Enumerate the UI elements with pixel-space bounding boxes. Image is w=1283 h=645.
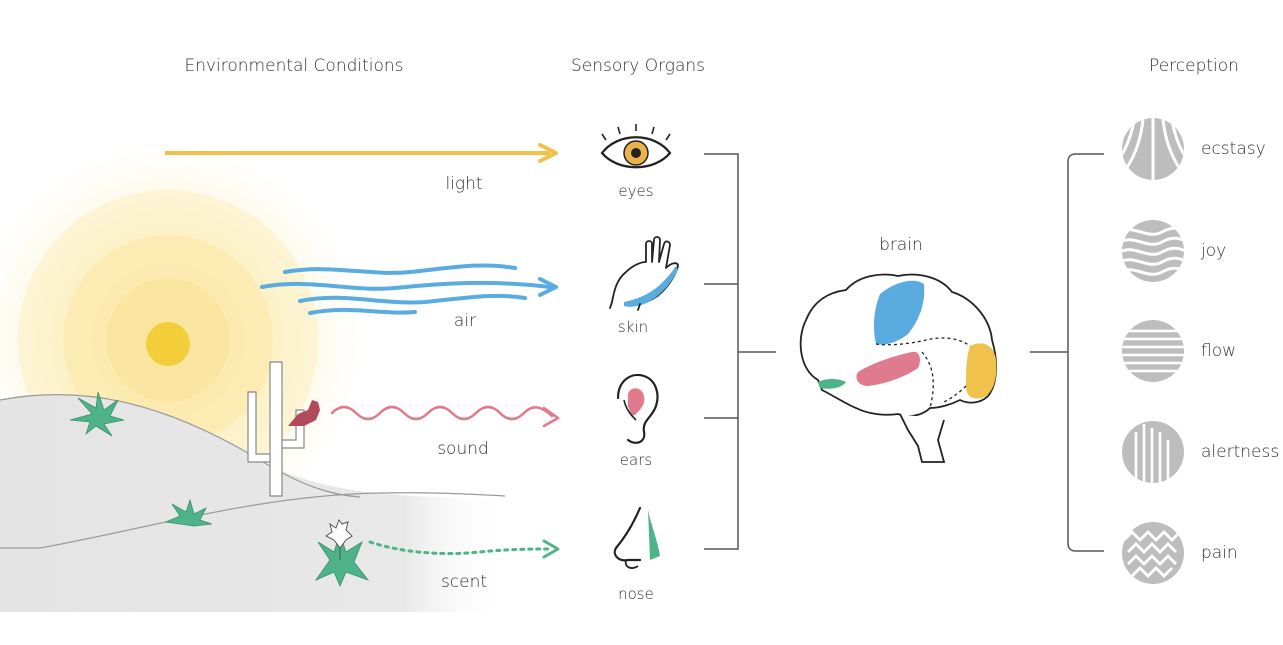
organs-bracket [704,153,776,550]
air-arrow [260,263,558,315]
alertness-icon [1122,421,1184,483]
perception-label-joy: joy [1200,241,1226,261]
perception-bracket [1030,153,1104,552]
organ-label-ears: ears [620,451,652,469]
agave-plant-icon [314,532,370,588]
pain-icon [1122,522,1184,584]
brain-icon [799,273,997,463]
flow-icon [1122,320,1184,382]
stimulus-label-scent: scent [441,572,487,592]
agave-plant-icon [69,391,125,437]
organ-label-skin: skin [618,318,648,336]
perception-label-alertness: alertness [1201,442,1279,462]
header-sensory-organs: Sensory Organs [571,56,705,76]
stimulus-label-light: light [445,174,482,194]
eye-icon [600,124,672,169]
agave-plant-icon [164,498,213,527]
sound-arrow [330,405,560,428]
ecstasy-icon [1122,118,1184,180]
nose-icon [613,506,660,569]
bird-icon [288,400,320,426]
header-environmental-conditions: Environmental Conditions [184,56,403,76]
perception-label-pain: pain [1201,543,1238,563]
header-perception: Perception [1149,56,1239,76]
organ-label-nose: nose [618,585,654,603]
hand-icon [609,236,679,311]
light-arrow [165,143,558,163]
perception-label-flow: flow [1201,341,1236,361]
cactus-icon [247,361,305,497]
perception-label-ecstasy: ecstasy [1201,139,1266,159]
scent-arrow [368,539,560,559]
flower-icon [325,518,353,560]
organ-label-eyes: eyes [618,182,653,200]
stimulus-label-sound: sound [437,439,489,459]
joy-icon [1122,220,1184,282]
desert-landscape [0,393,506,612]
brain-label: brain [879,235,923,255]
stimulus-label-air: air [454,311,476,331]
ear-icon [616,373,659,444]
